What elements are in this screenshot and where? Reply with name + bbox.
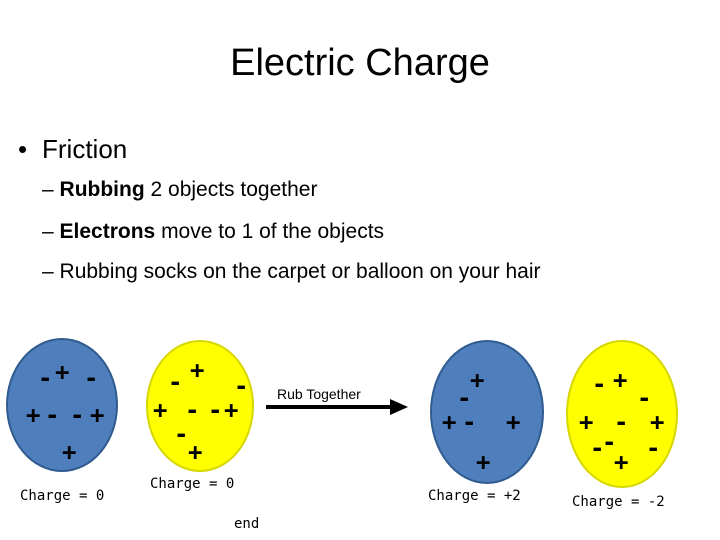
charge-minus: - [168, 368, 183, 396]
sub-bullet-2: – Electrons move to 1 of the objects [42, 220, 384, 244]
charge-plus: + [650, 408, 665, 436]
charge-plus: + [442, 408, 457, 436]
sub-bold: Electrons [59, 220, 156, 243]
charge-minus: - [646, 434, 661, 462]
charge-minus: - [462, 408, 477, 436]
charge-plus: + [26, 401, 41, 429]
caption-left-blue: Charge = 0 [20, 488, 105, 504]
charge-plus: + [153, 396, 168, 424]
sub-text: move to 1 of the objects [155, 220, 385, 243]
charge-minus: - [38, 364, 53, 392]
charge-plus: + [90, 401, 105, 429]
sub-bold: Rubbing [59, 178, 145, 201]
charge-plus: + [55, 358, 70, 386]
charge-plus: + [614, 448, 629, 476]
charge-minus: - [208, 396, 223, 424]
charge-minus: - [457, 384, 472, 412]
charge-plus: + [190, 356, 205, 384]
sub-bullet-1: – Rubbing 2 objects together [42, 178, 317, 202]
right-arrow-icon [266, 399, 408, 415]
charge-minus: - [637, 384, 652, 412]
sub-bullet-3: – Rubbing socks on the carpet or balloon… [42, 260, 541, 284]
charge-plus: + [188, 438, 203, 466]
object-right-yellow [566, 340, 678, 488]
bullet-friction: • Friction [18, 134, 127, 165]
charge-minus: - [84, 364, 99, 392]
charge-minus: - [592, 370, 607, 398]
sub-text: 2 objects together [144, 178, 318, 201]
charge-minus: - [45, 401, 60, 429]
charge-plus: + [224, 396, 239, 424]
charge-minus: - [602, 428, 617, 456]
charge-plus: + [62, 438, 77, 466]
charge-plus: + [613, 366, 628, 394]
charge-minus: - [614, 408, 629, 436]
bullet-dot-icon: • [18, 134, 28, 164]
charge-minus: - [70, 401, 85, 429]
sub-dash: – [42, 260, 54, 283]
object-left-blue [6, 338, 118, 472]
sub-dash: – [42, 178, 54, 201]
charge-minus: - [234, 372, 249, 400]
rub-together-label: Rub Together [277, 386, 361, 402]
charge-plus: + [470, 366, 485, 394]
charge-minus: - [185, 396, 200, 424]
charge-plus: + [476, 448, 491, 476]
object-left-yellow [146, 340, 254, 472]
caption-right-yellow: Charge = -2 [572, 494, 665, 510]
charge-plus: + [506, 408, 521, 436]
caption-right-blue: Charge = +2 [428, 488, 521, 504]
sub-text: Rubbing socks on the carpet or balloon o… [59, 260, 541, 283]
charge-minus: - [174, 420, 189, 448]
charge-minus: - [590, 434, 605, 462]
bullet-friction-text: Friction [42, 134, 128, 164]
sub-dash: – [42, 220, 54, 243]
charge-plus: + [579, 408, 594, 436]
slide-title: Electric Charge [230, 42, 490, 84]
end-label: end [234, 516, 260, 532]
object-right-blue [430, 340, 544, 484]
caption-left-yellow: Charge = 0 [150, 476, 235, 492]
